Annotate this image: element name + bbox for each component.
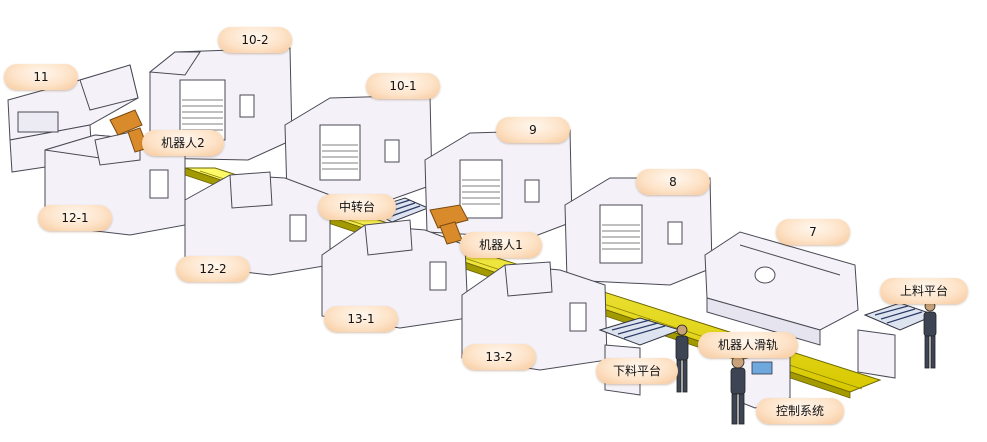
label-text: 8 xyxy=(669,175,677,189)
label-robot-2: 机器人2 xyxy=(142,130,224,156)
label-unloading-platform: 下料平台 xyxy=(596,358,678,384)
label-text: 下料平台 xyxy=(612,364,661,378)
label-machine-10-1: 10-1 xyxy=(366,73,440,99)
label-control-system: 控制系统 xyxy=(756,398,844,424)
machine-13-1 xyxy=(321,219,469,329)
label-text: 10-2 xyxy=(241,33,269,47)
label-text: 9 xyxy=(529,123,537,137)
label-text: 12-1 xyxy=(61,211,89,225)
machine-13-2 xyxy=(461,261,608,371)
label-text: 7 xyxy=(809,225,817,239)
operator-figure xyxy=(923,300,937,369)
label-text: 机器人1 xyxy=(479,238,523,252)
label-transfer-table: 中转台 xyxy=(318,194,396,220)
label-machine-9: 9 xyxy=(496,117,570,143)
label-text: 机器人滑轨 xyxy=(717,338,778,352)
label-machine-8: 8 xyxy=(636,169,710,195)
label-machine-12-2: 12-2 xyxy=(176,256,250,282)
label-text: 上料平台 xyxy=(899,284,948,298)
label-text: 10-1 xyxy=(389,79,417,93)
operator-figure xyxy=(675,324,689,393)
operator-figure xyxy=(730,355,746,425)
machine-8 xyxy=(564,177,713,286)
label-robot-rail: 机器人滑轨 xyxy=(698,332,798,358)
label-text: 12-2 xyxy=(199,262,227,276)
label-text: 13-2 xyxy=(485,350,513,364)
label-text: 机器人2 xyxy=(161,136,205,150)
machine-12-2 xyxy=(184,171,331,276)
label-loading-platform: 上料平台 xyxy=(880,278,968,304)
label-text: 控制系统 xyxy=(775,404,824,418)
label-robot-1: 机器人1 xyxy=(460,232,542,258)
label-machine-13-2: 13-2 xyxy=(462,344,536,370)
label-text: 11 xyxy=(33,70,49,84)
machine-7 xyxy=(704,231,859,346)
label-machine-13-1: 13-1 xyxy=(324,306,398,332)
label-machine-10-2: 10-2 xyxy=(218,27,292,53)
label-machine-7: 7 xyxy=(776,219,850,245)
loading-platform xyxy=(857,302,937,379)
label-text: 13-1 xyxy=(347,312,375,326)
robot-1 xyxy=(429,204,469,245)
label-machine-12-1: 12-1 xyxy=(38,205,112,231)
machine-10-1 xyxy=(284,94,433,201)
label-text: 中转台 xyxy=(338,200,375,214)
label-machine-11: 11 xyxy=(4,64,78,90)
